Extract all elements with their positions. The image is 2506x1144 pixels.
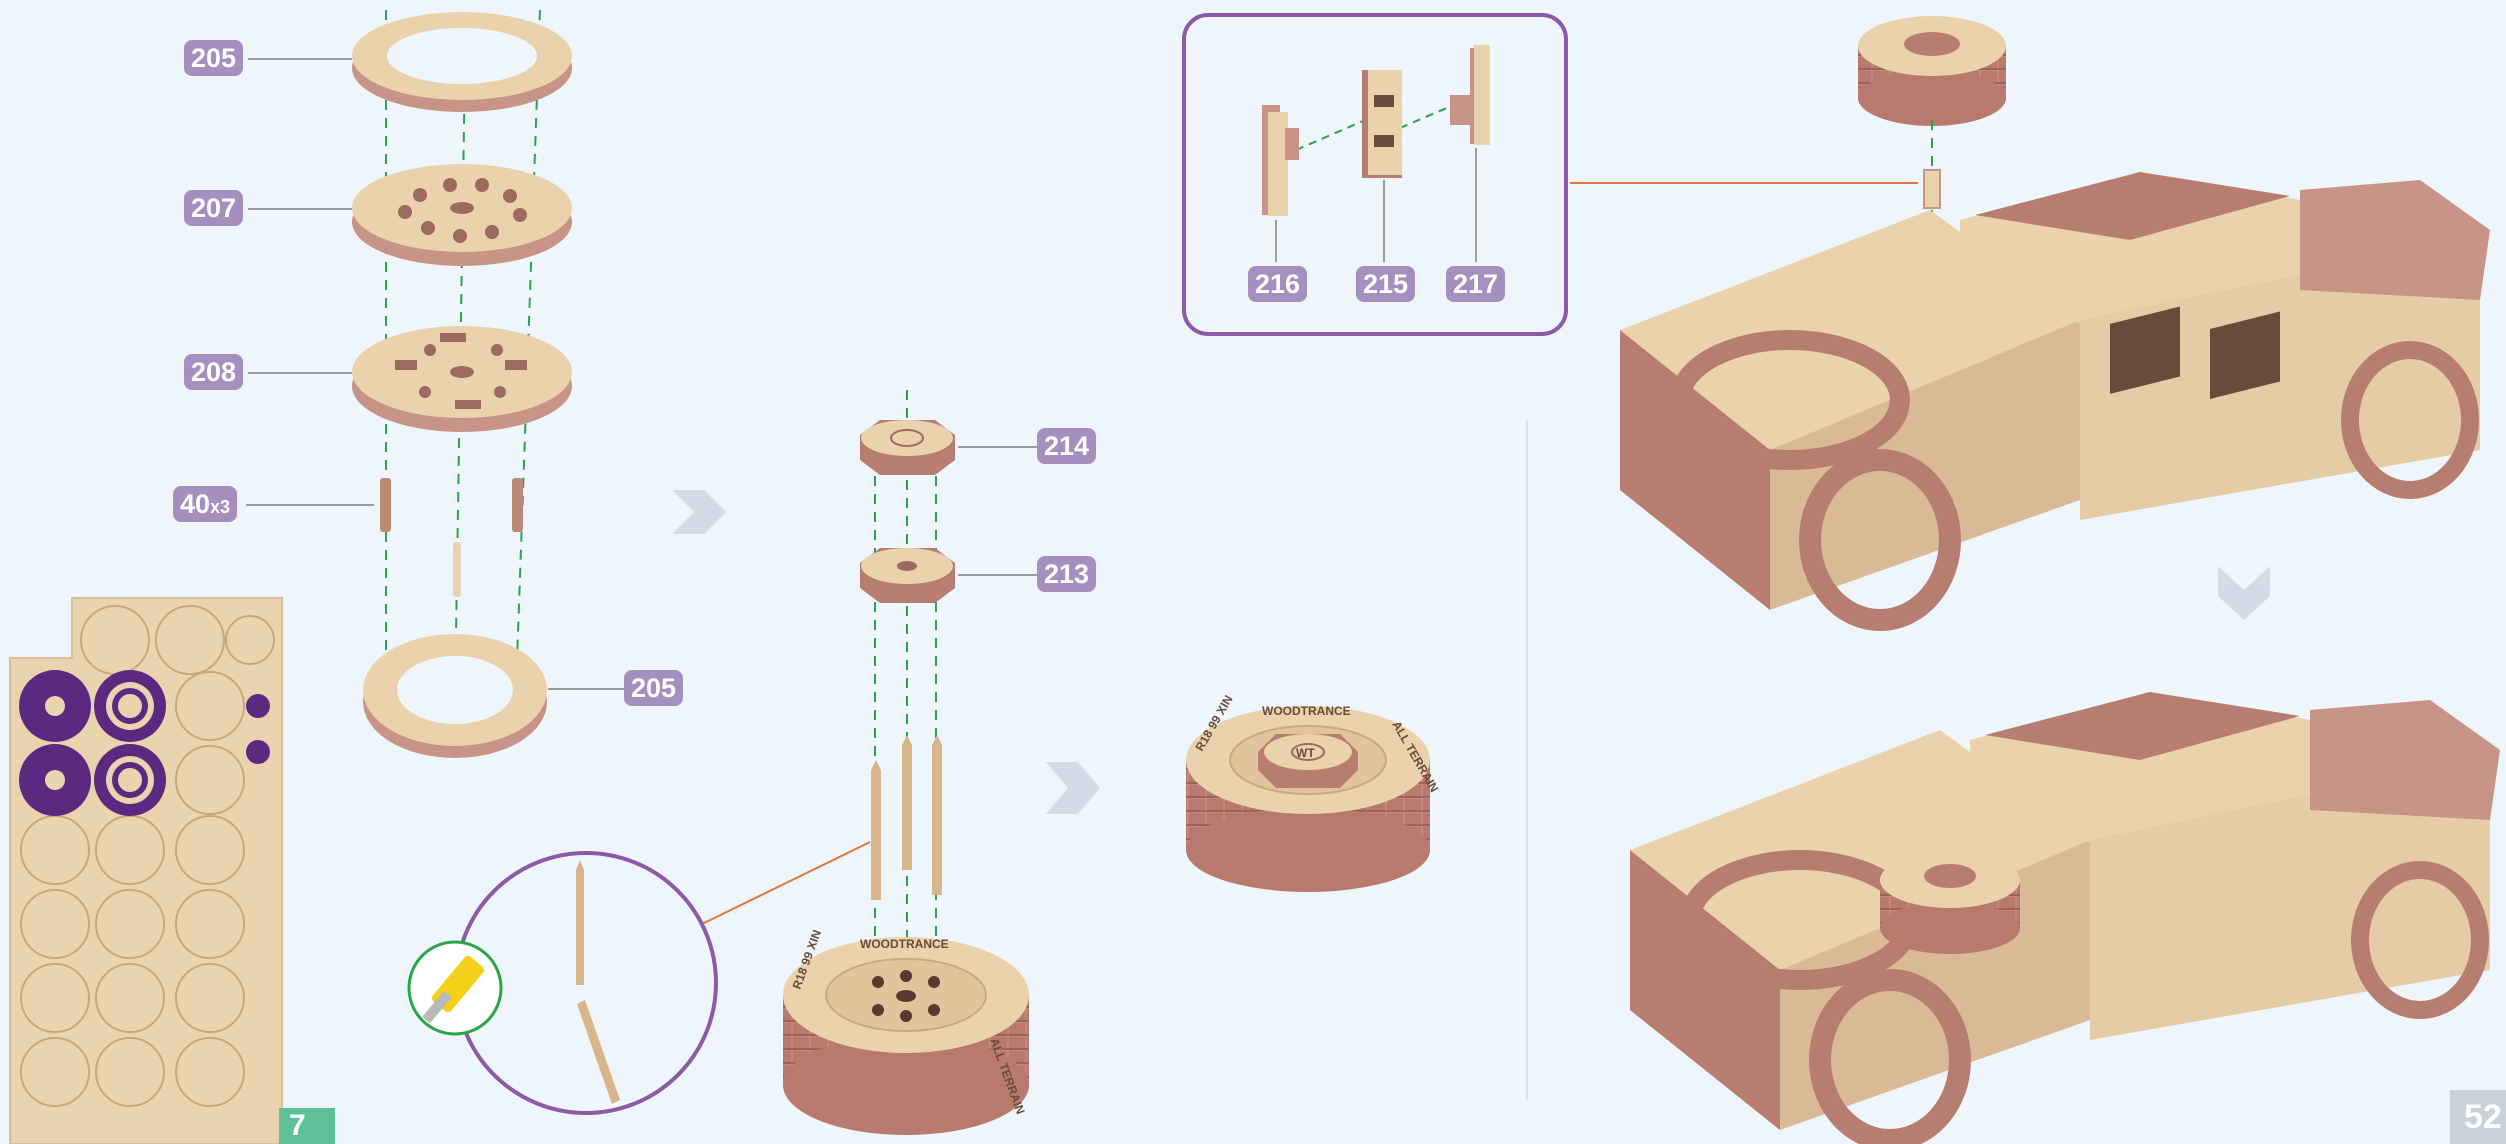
tire-brand-text-center: WOODTRANCE	[860, 937, 949, 951]
green-guide-lines-left	[385, 9, 541, 701]
down-arrow	[2218, 566, 2270, 620]
truck-after	[1630, 306, 2500, 1144]
leader-205-top	[248, 58, 352, 60]
pointer-line-magnifier	[699, 841, 871, 926]
truck-before	[1620, 16, 2490, 631]
parts-sheet	[9, 597, 283, 1144]
assembled-wheel	[1186, 706, 1430, 892]
part-qty: 40	[180, 489, 211, 519]
leader-207	[248, 208, 352, 210]
leader-205-bottom	[548, 688, 624, 690]
part-213-hub	[860, 548, 955, 603]
part-label-216: 216	[1248, 266, 1308, 302]
leader-208	[248, 372, 352, 374]
part-label-213: 213	[1037, 556, 1097, 592]
part-label-214: 214	[1037, 428, 1097, 464]
part-label-205-top: 205	[184, 40, 244, 76]
part-label-217: 217	[1446, 266, 1506, 302]
tire-hub-text: WT	[1296, 746, 1315, 760]
part-label-40x3: 40x3	[173, 486, 238, 522]
leader-213	[958, 574, 1038, 576]
tire-stack-center	[783, 937, 1029, 1135]
magnifier-detail	[454, 851, 718, 1115]
section-divider	[1526, 420, 1528, 1100]
part-208-disc	[352, 326, 572, 432]
part-217-bracket	[1450, 45, 1490, 145]
part-label-207: 207	[184, 190, 244, 226]
part-205-ring-bottom	[363, 634, 547, 758]
part-216-bracket	[1262, 105, 1299, 216]
leader-214	[958, 446, 1038, 448]
part-214-hub	[860, 420, 955, 475]
next-arrow-2	[1046, 762, 1100, 814]
next-arrow-1	[672, 490, 726, 534]
leader-40	[246, 504, 374, 506]
toothpick-pins	[871, 735, 942, 900]
detail-callout-box	[1182, 13, 1568, 336]
page-number: 52	[2450, 1090, 2506, 1144]
cutter-tool-icon	[407, 940, 503, 1036]
part-label-215: 215	[1356, 266, 1416, 302]
sheet-number: 7	[279, 1108, 335, 1144]
part-205-ring-top	[352, 12, 572, 112]
part-215-block	[1362, 70, 1402, 178]
part-40-pins	[380, 478, 523, 597]
part-multiplier: x3	[210, 497, 231, 517]
part-207-disc	[352, 164, 572, 266]
part-label-208: 208	[184, 354, 244, 390]
tire-brand-text-assembled: WOODTRANCE	[1262, 704, 1351, 718]
part-label-205-bottom: 205	[624, 670, 684, 706]
